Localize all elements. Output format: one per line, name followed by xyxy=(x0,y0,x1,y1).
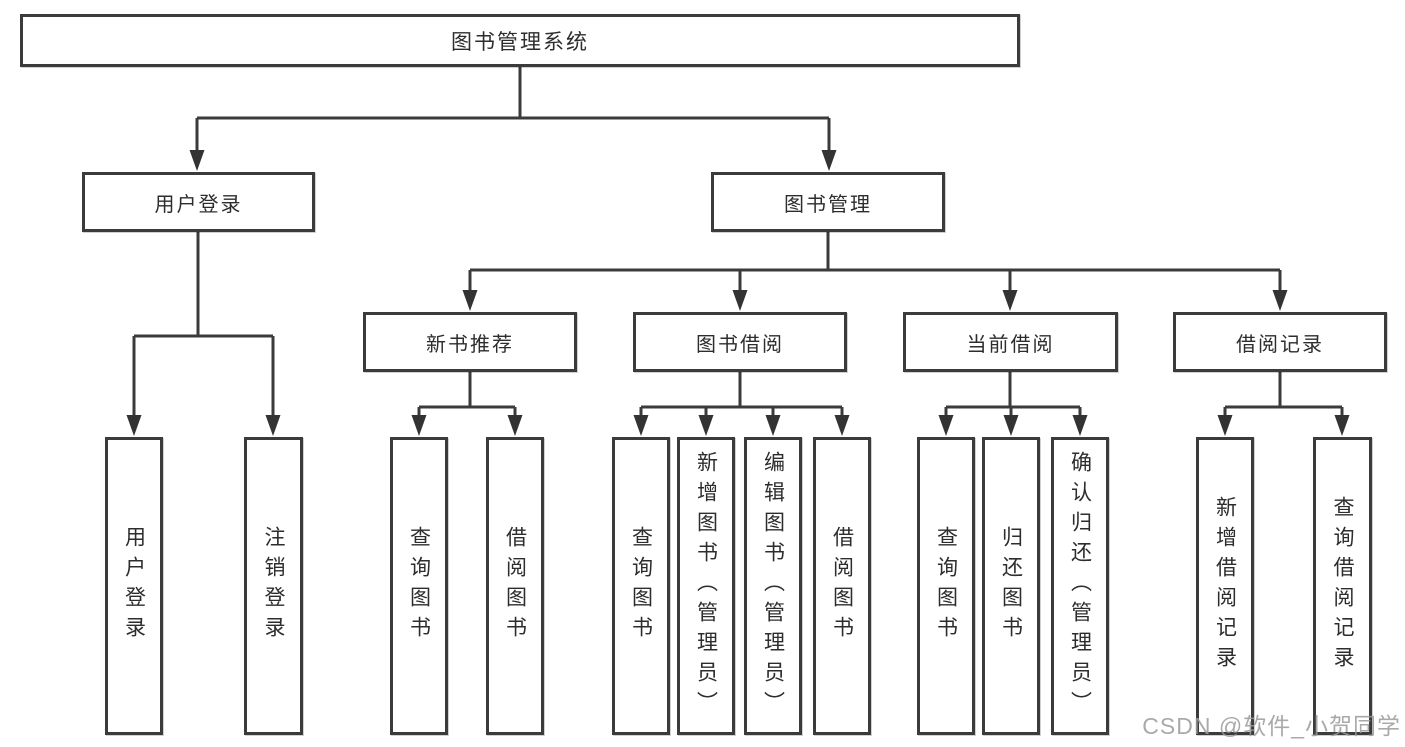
node-root-system: 图书管理系统 xyxy=(20,14,1020,67)
leaf-label: 借阅图书 xyxy=(503,526,527,646)
leaf-add-borrow-record: 新增借阅记录 xyxy=(1196,437,1254,735)
leaf-recommend-borrow-books: 借阅图书 xyxy=(486,437,544,735)
leaf-label: 新增借阅记录 xyxy=(1213,496,1237,676)
leaf-label: 归还图书 xyxy=(999,526,1023,646)
leaf-borrow-books: 借阅图书 xyxy=(813,437,871,735)
leaf-label: 查询图书 xyxy=(629,526,653,646)
node-user-login: 用户登录 xyxy=(82,172,315,232)
leaf-label: 注销登录 xyxy=(262,526,285,646)
connector-borrow-to-leaves xyxy=(633,372,850,436)
connector-records-to-leaves xyxy=(1217,372,1350,436)
leaf-label: 借阅图书 xyxy=(830,526,854,646)
connector-recommend-to-leaves xyxy=(411,372,523,436)
node-book-borrow: 图书借阅 xyxy=(633,312,847,372)
leaf-label: 用户登录 xyxy=(122,526,146,646)
leaf-label: 查询图书 xyxy=(934,526,958,646)
leaf-label: 编辑图书（管理员） xyxy=(761,451,785,721)
node-borrow-records: 借阅记录 xyxy=(1173,312,1387,372)
leaf-edit-books-admin: 编辑图书（管理员） xyxy=(744,437,802,735)
node-new-book-recommend: 新书推荐 xyxy=(363,312,577,372)
connector-root-to-level2 xyxy=(189,67,837,171)
leaf-return-books: 归还图书 xyxy=(982,437,1040,735)
leaf-confirm-return-admin: 确认归还（管理员） xyxy=(1051,437,1109,735)
csdn-watermark: CSDN @软件_小贺同学 xyxy=(1142,713,1401,739)
connector-login-to-leaves xyxy=(126,232,281,436)
leaf-label: 确认归还（管理员） xyxy=(1068,451,1092,721)
leaf-logout: 注销登录 xyxy=(244,437,303,735)
connector-current-to-leaves xyxy=(938,372,1088,436)
leaf-label: 查询图书 xyxy=(407,526,431,646)
node-current-borrow: 当前借阅 xyxy=(903,312,1118,372)
leaf-query-borrow-record: 查询借阅记录 xyxy=(1313,437,1372,735)
leaf-recommend-query-books: 查询图书 xyxy=(390,437,448,735)
leaf-label: 新增图书（管理员） xyxy=(694,451,718,721)
leaf-user-login: 用户登录 xyxy=(105,437,163,735)
node-book-management: 图书管理 xyxy=(711,172,945,232)
leaf-borrow-query-books: 查询图书 xyxy=(612,437,670,735)
leaf-current-query-books: 查询图书 xyxy=(917,437,975,735)
leaf-add-books-admin: 新增图书（管理员） xyxy=(677,437,735,735)
connector-management-to-level3 xyxy=(462,232,1288,311)
leaf-label: 查询借阅记录 xyxy=(1331,496,1354,676)
